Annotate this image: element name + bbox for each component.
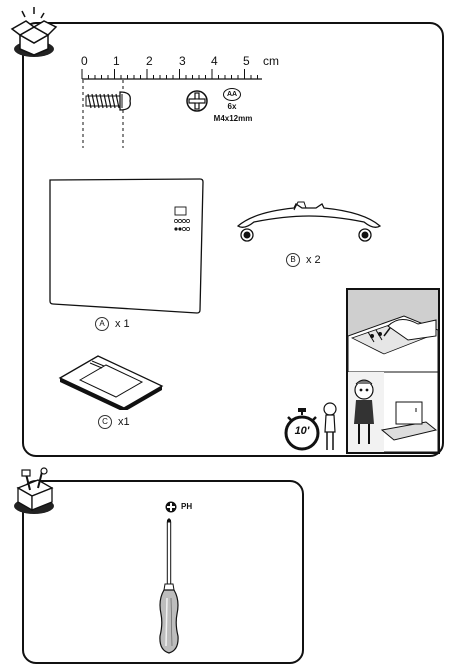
- heater-feet: [236, 201, 382, 242]
- phillips-type-icon: [165, 501, 177, 513]
- ruler-tick-5: 5: [243, 54, 250, 68]
- screw-size: M4x12mm: [213, 114, 253, 123]
- ruler-unit: cm: [263, 54, 279, 68]
- screw-badge-label: AA: [226, 91, 238, 98]
- manual-booklet: [58, 355, 164, 410]
- stopwatch-icon: [284, 408, 320, 451]
- screw-icon: [85, 91, 131, 111]
- heater-panel: [49, 178, 204, 314]
- screw-quantity: 6x: [227, 102, 237, 111]
- assembly-top-scene: [348, 290, 438, 372]
- ruler-scale: [81, 69, 262, 80]
- ruler-guides: [82, 80, 124, 148]
- assembly-illustration: [346, 288, 440, 454]
- ruler-tick-1: 1: [113, 54, 120, 68]
- ruler-tick-4: 4: [211, 54, 218, 68]
- part-c-qty: x1: [118, 415, 130, 428]
- phillips-head-icon: [186, 90, 208, 112]
- part-a-letter: A: [95, 317, 109, 331]
- timer-label: 10': [294, 425, 310, 437]
- ruler-tick-2: 2: [146, 54, 153, 68]
- screw-badge: AA: [223, 88, 241, 101]
- part-a-qty: x 1: [115, 317, 130, 330]
- part-c-letter: C: [98, 415, 112, 429]
- tool-type-label: PH: [181, 502, 193, 511]
- person-icon: [323, 402, 337, 450]
- assembly-bottom-scene: [348, 372, 438, 452]
- part-b-letter: B: [286, 253, 300, 267]
- toolbox-icon: [14, 467, 54, 514]
- screwdriver-icon: [159, 518, 179, 654]
- ruler-tick-0: 0: [81, 54, 88, 68]
- part-b-qty: x 2: [306, 253, 321, 266]
- ruler-tick-3: 3: [179, 54, 186, 68]
- open-box-icon: [10, 7, 58, 57]
